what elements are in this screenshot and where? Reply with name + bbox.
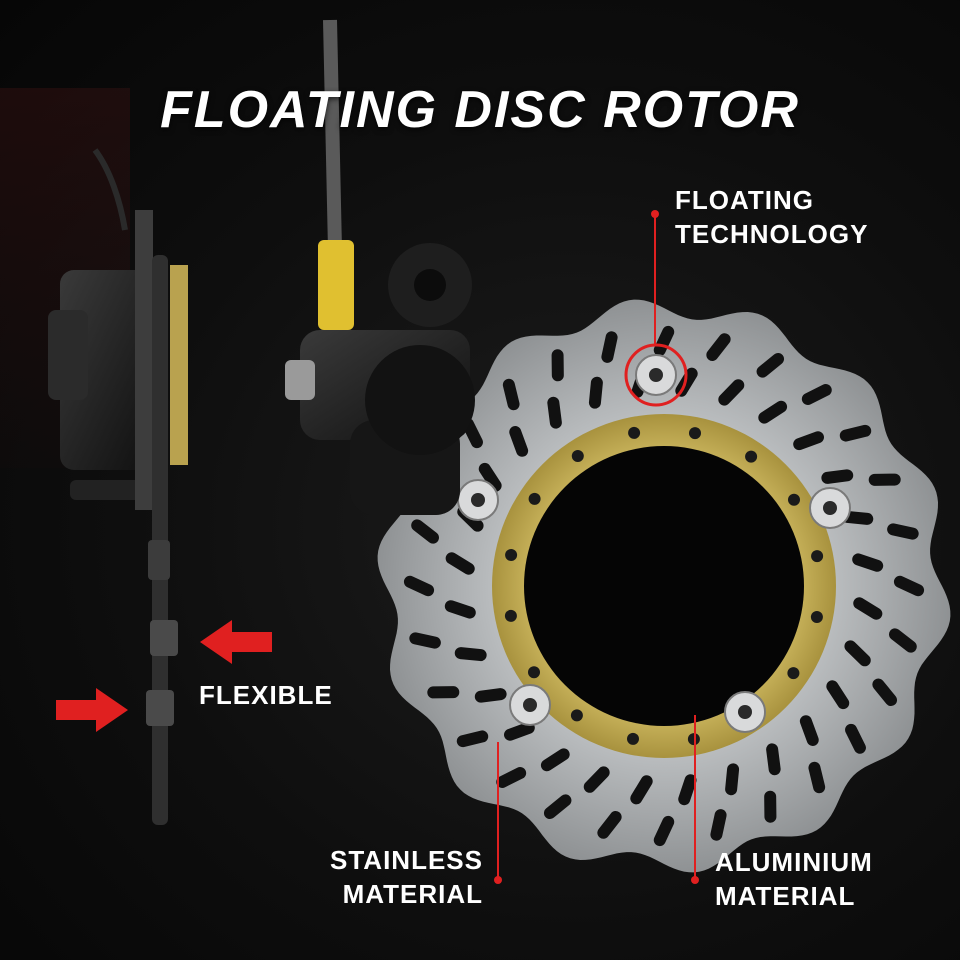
rotor-slot <box>444 600 476 619</box>
rotor-slot <box>868 473 901 486</box>
rotor-slot <box>411 519 439 544</box>
rotor-slot <box>799 715 819 746</box>
floating-button <box>809 487 851 529</box>
stainless-material-label: STAINLESS MATERIAL <box>330 843 483 911</box>
floating-button <box>635 354 677 396</box>
stainless-callout <box>494 742 502 884</box>
arrow-right-icon <box>56 688 128 732</box>
carrier-hole <box>687 733 700 746</box>
rotor-slot <box>547 396 562 429</box>
rotor-slot <box>540 748 570 772</box>
floating-button <box>509 684 551 726</box>
rotor-slot <box>445 552 475 575</box>
rotor-slot <box>678 774 697 806</box>
rotor-slot <box>597 811 622 839</box>
rotor-slot <box>764 790 777 823</box>
rotor-slot <box>601 331 618 363</box>
rotor-slot <box>502 378 520 411</box>
rotor-slot <box>801 384 832 405</box>
rotor-slot <box>496 767 527 788</box>
carrier-hole <box>528 666 540 679</box>
rotor-slot <box>653 325 675 357</box>
carrier-hole <box>745 450 758 463</box>
rotor-slot <box>793 431 824 451</box>
rotor-slot <box>725 763 740 796</box>
side-disc <box>146 255 178 825</box>
rotor-slot <box>889 628 917 653</box>
rotor-slot <box>706 333 731 361</box>
rotor-slot <box>766 743 781 776</box>
label-line: STAINLESS <box>330 845 483 875</box>
rotor-slot <box>403 575 435 597</box>
side-caliper <box>48 148 188 510</box>
page-title: FLOATING DISC ROTOR <box>160 81 800 139</box>
rotor-slot <box>454 647 487 662</box>
rotor-slot <box>887 523 919 540</box>
rotor-slot <box>427 686 460 699</box>
rotor-slot <box>845 723 866 754</box>
rotor-slot <box>478 462 502 492</box>
center-hole <box>524 446 804 726</box>
rotor-slot <box>893 575 925 597</box>
floating-button <box>724 691 766 733</box>
aluminium-callout <box>691 715 699 884</box>
carrier-hole <box>505 549 518 561</box>
rotor-slot <box>758 400 788 424</box>
carrier-hole <box>788 493 800 506</box>
rotor-slot <box>852 553 884 572</box>
floating-technology-label: FLOATING TECHNOLOGY <box>675 183 868 251</box>
rotor-slot <box>630 775 653 805</box>
carrier-hole <box>528 492 541 505</box>
carrier-hole <box>689 427 701 440</box>
rotor-slot <box>456 730 489 748</box>
carrier-hole <box>810 611 823 623</box>
rotor-slot <box>588 376 603 409</box>
floating-callout <box>624 210 688 407</box>
rotor-slot <box>509 426 529 457</box>
rotor-slot <box>551 349 564 382</box>
rotor-slot <box>756 352 785 378</box>
carrier-hole <box>627 732 639 745</box>
aluminium-material-label: ALUMINIUM MATERIAL <box>715 845 873 913</box>
carrier-hole <box>504 609 517 622</box>
carrier-hole <box>570 709 583 722</box>
rotor-slot <box>826 680 850 710</box>
callout-dot-icon <box>494 876 502 884</box>
rotor-slot <box>710 809 727 841</box>
carrier-hole <box>787 667 800 680</box>
rotor-slot <box>808 761 826 794</box>
carrier-hole <box>571 450 584 462</box>
arrow-left-icon <box>200 620 272 664</box>
label-line: ALUMINIUM <box>715 847 873 877</box>
disc-rotor <box>377 299 951 873</box>
label-line: MATERIAL <box>342 879 483 909</box>
flexible-label: FLEXIBLE <box>199 680 333 710</box>
rotor-slot <box>504 721 535 741</box>
rotor-slot <box>853 597 883 620</box>
carrier-hole <box>628 426 641 439</box>
rotor-slot <box>543 794 572 820</box>
rotor-slot <box>583 766 610 793</box>
label-line: TECHNOLOGY <box>675 219 869 249</box>
carrier-hole <box>811 550 824 563</box>
rotor-slot <box>821 469 854 484</box>
floating-button <box>457 479 499 521</box>
label-line: MATERIAL <box>715 881 856 911</box>
callout-dot-icon <box>691 876 699 884</box>
label-line: FLOATING <box>675 185 814 215</box>
rotor-slot <box>872 678 898 707</box>
rotor-slot <box>844 640 871 667</box>
rotor-slot <box>474 688 507 703</box>
front-caliper <box>285 243 475 515</box>
rotor-slot <box>653 815 675 847</box>
rotor-slot <box>839 424 872 442</box>
rotor-slot <box>409 632 441 649</box>
rotor-slot <box>718 379 745 406</box>
